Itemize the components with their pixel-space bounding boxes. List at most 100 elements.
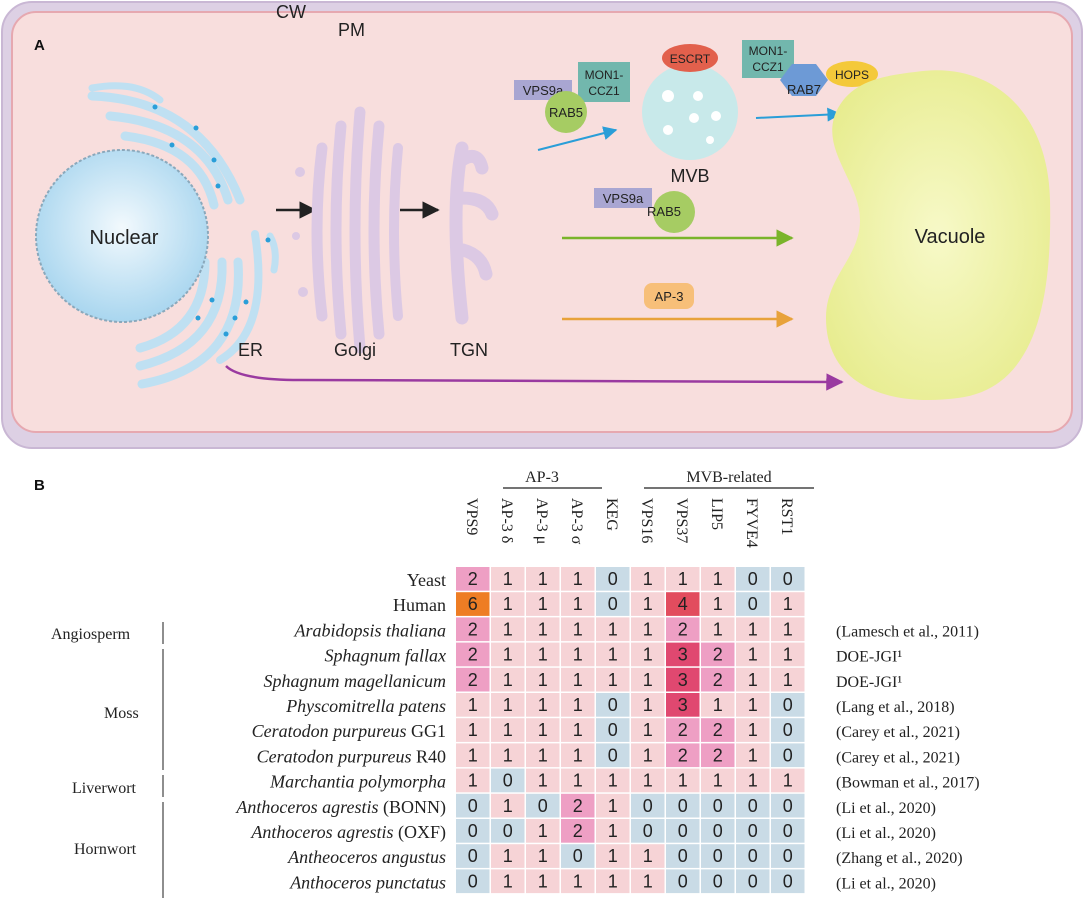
table-cell (526, 617, 560, 642)
table-cell (701, 869, 735, 894)
table-cell-value: 1 (503, 695, 513, 715)
table-cell (736, 844, 770, 868)
table-cell-value: 3 (678, 695, 688, 715)
panel-b-table: B AP-3 MVB-related VPS9 AP-3 δ AP-3 μ AP… (34, 469, 980, 898)
table-cell-value: 1 (748, 695, 758, 715)
category-hornwort: Hornwort (74, 841, 137, 858)
row-reference: (Carey et al., 2021) (836, 724, 960, 741)
table-cell-value: 1 (573, 695, 583, 715)
column-header: RST1 (778, 498, 795, 535)
column-header: FYVE4 (743, 498, 760, 548)
vacuole (826, 70, 1051, 400)
escrt-label: ESCRT (670, 52, 711, 66)
table-cell-value: 1 (783, 619, 793, 639)
table-cell-value: 1 (503, 594, 513, 614)
table-cell-value: 0 (643, 796, 653, 816)
table-cell (771, 768, 805, 793)
table-cell (701, 642, 735, 667)
table-cell-value: 6 (468, 594, 478, 614)
multivesicular-body (642, 64, 738, 160)
table-cell (561, 718, 595, 742)
table-cell-value: 0 (538, 796, 548, 816)
golgi-vesicles (292, 167, 308, 297)
table-cell (631, 567, 665, 591)
row-reference: (Bowman et al., 2017) (836, 775, 980, 792)
table-cell-value: 1 (713, 594, 723, 614)
column-header: AP-3 δ (498, 498, 515, 543)
table-cell-value: 1 (573, 670, 583, 690)
table-cell (631, 768, 665, 793)
table-cell-value: 0 (608, 569, 618, 589)
table-cell (456, 844, 490, 868)
table-cell-value: 2 (468, 645, 478, 665)
column-header: VPS37 (673, 498, 690, 543)
table-cell-value: 0 (608, 695, 618, 715)
table-cell (491, 718, 525, 742)
table-cell-value: 1 (538, 720, 548, 740)
table-cell-value: 2 (573, 821, 583, 841)
table-cell-value: 1 (468, 695, 478, 715)
table-cell-value: 0 (573, 846, 583, 866)
rab7-hexagon (780, 64, 828, 96)
table-cell-value: 0 (748, 569, 758, 589)
table-cell (631, 617, 665, 642)
table-cell (701, 743, 735, 768)
table-cell-value: 1 (748, 745, 758, 765)
table-cell (596, 869, 630, 894)
row-species-label: Arabidopsis thaliana (293, 620, 446, 640)
hops-ellipse (826, 61, 878, 87)
mvb-label: MVB (670, 166, 709, 186)
table-cell-value: 1 (783, 670, 793, 690)
table-cell-value: 1 (538, 821, 548, 841)
table-cell (596, 718, 630, 742)
table-cell (526, 844, 560, 868)
row-species-label: Human (393, 595, 446, 615)
table-cell (456, 592, 490, 616)
table-cell (701, 793, 735, 818)
table-cell-value: 1 (608, 619, 618, 639)
table-cell-value: 3 (678, 645, 688, 665)
panel-a-label: A (34, 37, 45, 54)
table-cell (561, 693, 595, 717)
table-cell-value: 2 (713, 720, 723, 740)
table-cell (561, 844, 595, 868)
tgn-to-mvb-arrow (537, 126, 618, 151)
table-cell (736, 592, 770, 616)
table-cell-value: 1 (503, 745, 513, 765)
rab5-mid-circle (653, 191, 695, 233)
table-cell (456, 793, 490, 818)
table-cell (771, 793, 805, 818)
table-cell-value: 1 (643, 871, 653, 891)
table-cell-value: 0 (713, 821, 723, 841)
row-reference: (Li et al., 2020) (836, 800, 936, 817)
table-cell (771, 592, 805, 616)
table-cell-value: 1 (503, 569, 513, 589)
table-cell (456, 768, 490, 793)
table-cell (701, 844, 735, 868)
mon1-ccz1-right-line2: CCZ1 (752, 60, 784, 74)
table-cell (666, 592, 700, 616)
endoplasmic-reticulum (87, 82, 279, 389)
table-cell (561, 567, 595, 591)
group-header-ap3: AP-3 (525, 469, 559, 486)
table-cell (771, 693, 805, 717)
table-cell-value: 1 (573, 594, 583, 614)
table-cell (631, 819, 665, 843)
table-cell-value: 1 (573, 771, 583, 791)
escrt-ellipse (662, 44, 718, 72)
table-cell (736, 869, 770, 894)
table-cell (701, 667, 735, 692)
table-cell-value: 1 (468, 771, 478, 791)
table-cell (456, 869, 490, 894)
table-cell (701, 693, 735, 717)
table-cell-value: 1 (573, 619, 583, 639)
table-cell-value: 0 (713, 846, 723, 866)
table-cell-value: 0 (608, 594, 618, 614)
table-cell-value: 0 (678, 846, 688, 866)
table-cell (701, 592, 735, 616)
table-cell (631, 667, 665, 692)
table-cell-value: 0 (748, 846, 758, 866)
table-cell (701, 819, 735, 843)
table-cell-value: 0 (783, 720, 793, 740)
table-cell (736, 718, 770, 742)
